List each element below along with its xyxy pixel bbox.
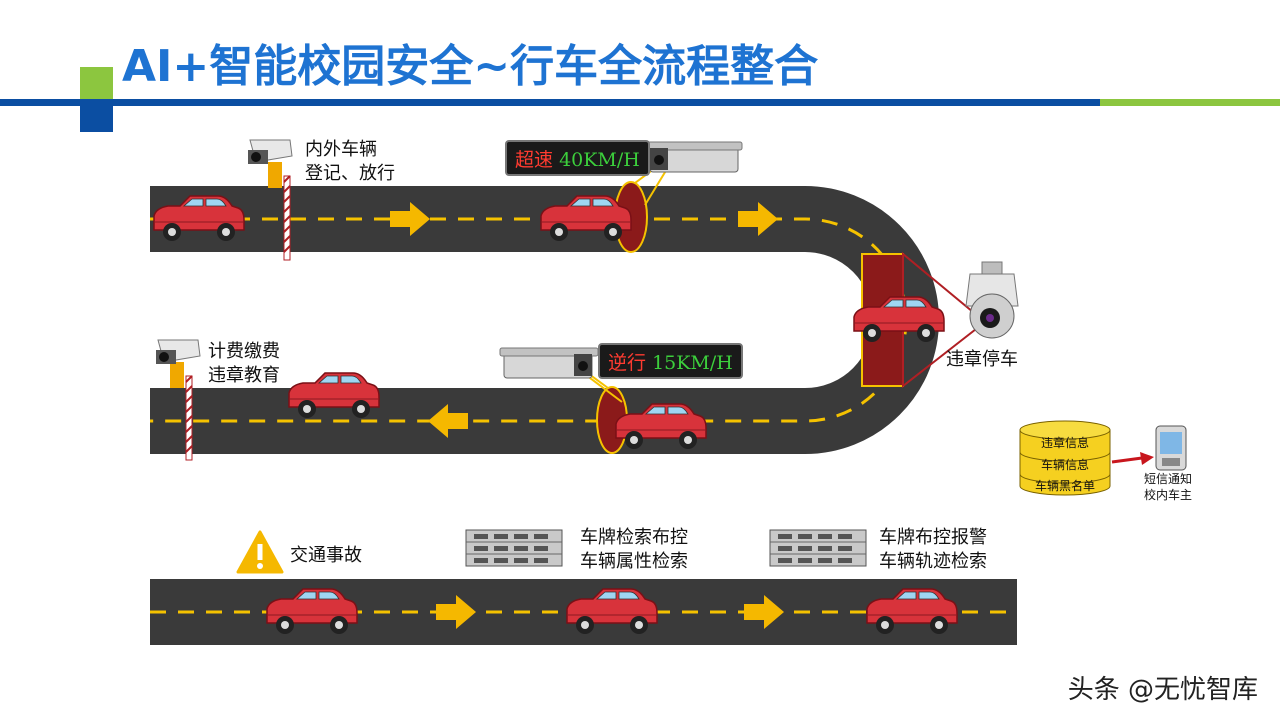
reverse-sign: 逆行 15KM/H	[598, 343, 743, 379]
gate-barrier-entry	[268, 162, 291, 261]
title-underline-blue	[0, 99, 1100, 106]
notify-arrow-icon	[1111, 452, 1154, 465]
reverse-sign-value: 15KM/H	[652, 352, 733, 374]
warning-icon	[236, 530, 284, 574]
speeding-sign-value: 40KM/H	[559, 149, 640, 171]
gate-entry-label: 内外车辆 登记、放行	[305, 138, 395, 186]
reverse-sign-word: 逆行	[608, 352, 647, 374]
notification-line1: 短信通知	[1144, 472, 1192, 486]
database-item: 车辆黑名单	[1035, 478, 1095, 493]
direction-arrow	[390, 202, 430, 236]
bullet-camera-icon	[248, 139, 293, 164]
gate-barrier-exit	[170, 362, 193, 461]
box-camera-icon	[643, 141, 743, 173]
nvr2-line1: 车牌布控报警	[879, 527, 987, 548]
ptz-dome-camera-icon	[965, 261, 1019, 339]
gate-exit-line2: 违章教育	[208, 365, 280, 386]
page-title: AI+智能校园安全~行车全流程整合	[122, 41, 819, 92]
direction-arrow	[436, 595, 476, 629]
title-accent-green	[80, 67, 113, 102]
nvr-server-icon	[769, 529, 867, 567]
nvr1-label: 车牌检索布控 车辆属性检索	[580, 526, 688, 574]
direction-arrow	[744, 595, 784, 629]
direction-arrow	[428, 404, 468, 438]
gate-entry-line2: 登记、放行	[305, 163, 395, 184]
nvr2-line2: 车辆轨迹检索	[879, 551, 987, 572]
watermark: 头条 @无忧智库	[1067, 675, 1258, 705]
accident-label: 交通事故	[290, 545, 362, 566]
title-accent-blue	[80, 102, 113, 132]
notification-line2: 校内车主	[1144, 487, 1192, 502]
speeding-sign-word: 超速	[515, 149, 554, 171]
speeding-sign: 超速 40KM/H	[505, 140, 650, 176]
illegal-parking-label: 违章停车	[946, 349, 1018, 370]
gate-exit-line1: 计费缴费	[208, 341, 280, 362]
nvr1-line1: 车牌检索布控	[580, 527, 688, 548]
direction-arrow	[738, 202, 778, 236]
nvr2-label: 车牌布控报警 车辆轨迹检索	[879, 526, 987, 574]
database-icon	[1019, 420, 1111, 496]
nvr-server-icon	[465, 529, 563, 567]
bullet-camera-icon	[156, 339, 201, 364]
gate-entry-line1: 内外车辆	[305, 139, 377, 160]
gate-exit-label: 计费缴费 违章教育	[208, 340, 280, 388]
phone-icon	[1155, 425, 1187, 471]
database-item: 违章信息	[1041, 435, 1089, 450]
u-road	[150, 186, 939, 454]
title-underline-green	[1100, 99, 1280, 106]
box-camera-icon	[499, 347, 599, 379]
database-item: 车辆信息	[1041, 457, 1089, 472]
nvr1-line2: 车辆属性检索	[580, 551, 688, 572]
